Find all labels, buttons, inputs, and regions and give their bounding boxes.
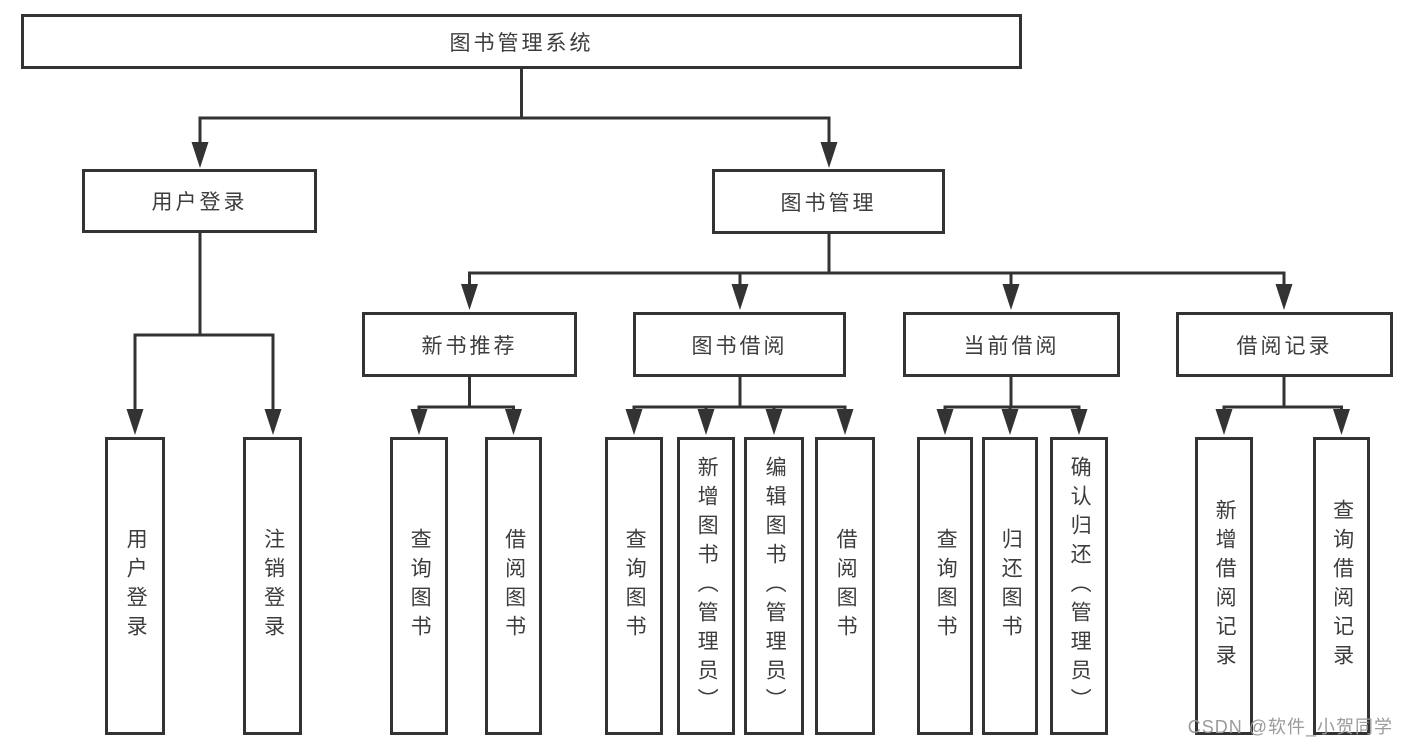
node-borrowing-records-label: 借阅记录 [1236, 334, 1333, 358]
node-book-management: 图书管理 [712, 169, 945, 234]
leaf-logout: 注销登录 [243, 437, 302, 735]
leaf-add-book-admin: 新增图书（管理员） [677, 437, 735, 735]
leaf-borrow-book-label: 借阅图书 [834, 528, 858, 644]
leaf-edit-book-admin: 编辑图书（管理员） [744, 437, 804, 735]
leaf-logout-label: 注销登录 [261, 528, 285, 644]
node-user-login: 用户登录 [82, 169, 317, 233]
node-book-borrowing-label: 图书借阅 [691, 334, 788, 358]
watermark: CSDN @软件_小贺同学 [1187, 717, 1393, 737]
leaf-query-book-borrowing: 查询图书 [605, 437, 663, 735]
node-new-book-recommend-label: 新书推荐 [421, 334, 518, 358]
leaf-return-book-label: 归还图书 [999, 528, 1023, 644]
node-current-borrowing: 当前借阅 [903, 312, 1120, 377]
node-book-management-label: 图书管理 [780, 191, 877, 215]
node-current-borrowing-label: 当前借阅 [963, 334, 1060, 358]
leaf-return-book: 归还图书 [982, 437, 1038, 735]
node-root-label: 图书管理系统 [449, 31, 594, 55]
node-root: 图书管理系统 [21, 14, 1022, 69]
leaf-borrow-book-recommend-label: 借阅图书 [502, 528, 526, 644]
leaf-query-book-recommend-label: 查询图书 [408, 528, 432, 644]
leaf-query-book-current: 查询图书 [917, 437, 973, 735]
node-book-borrowing: 图书借阅 [633, 312, 846, 377]
leaf-query-book-current-label: 查询图书 [934, 528, 958, 644]
leaf-query-book-borrowing-label: 查询图书 [623, 528, 647, 644]
leaf-confirm-return-admin-label: 确认归还（管理员） [1068, 455, 1092, 717]
leaf-query-borrow-record-label: 查询借阅记录 [1330, 499, 1354, 673]
leaf-add-borrow-record: 新增借阅记录 [1195, 437, 1253, 735]
leaf-borrow-book: 借阅图书 [815, 437, 875, 735]
leaf-user-login-label: 用户登录 [124, 528, 148, 644]
leaf-query-borrow-record: 查询借阅记录 [1313, 437, 1370, 735]
node-borrowing-records: 借阅记录 [1176, 312, 1393, 377]
leaf-confirm-return-admin: 确认归还（管理员） [1050, 437, 1108, 735]
leaf-query-book-recommend: 查询图书 [390, 437, 448, 735]
node-new-book-recommend: 新书推荐 [362, 312, 577, 377]
leaf-edit-book-admin-label: 编辑图书（管理员） [763, 455, 787, 717]
leaf-add-borrow-record-label: 新增借阅记录 [1213, 499, 1237, 673]
leaf-user-login: 用户登录 [105, 437, 165, 735]
leaf-borrow-book-recommend: 借阅图书 [485, 437, 542, 735]
leaf-add-book-admin-label: 新增图书（管理员） [695, 455, 719, 717]
node-user-login-label: 用户登录 [151, 191, 248, 214]
connector-arrowheads [126, 142, 1350, 435]
